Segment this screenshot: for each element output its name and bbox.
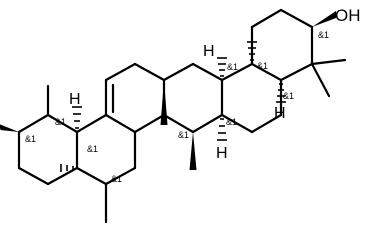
hashed-bonds [60,41,286,172]
wedge-bonds [0,11,336,170]
hydroxyl-label: OH [335,6,361,25]
stereo-tag: &1 [257,61,268,71]
stereo-tag: &1 [111,174,122,184]
ring-b [104,62,166,134]
methyl-groups [46,58,347,224]
stereo-tag: &1 [226,117,237,127]
ring-e [250,8,314,82]
ring-a1 [17,113,79,186]
stereo-tag: &1 [55,117,66,127]
stereo-tag: &1 [227,62,238,72]
stereo-tag: &1 [318,30,329,40]
hydrogen-label: H [69,91,81,108]
ring-a2 [75,113,137,186]
stereo-tags: &1 &1 &1 &1 &1 &1 &1 &1 &1 &1 [25,30,329,184]
hydrogen-labels: H H H H [69,43,286,162]
ring-d [220,62,283,134]
molecule-structure: OH H H H H &1 &1 &1 &1 &1 &1 &1 &1 &1 &1 [0,6,361,224]
hydrogen-label: H [274,105,286,122]
stereo-tag: &1 [25,134,36,144]
hydrogen-label: H [203,43,215,60]
hydrogen-label: H [216,145,228,162]
stereo-tag: &1 [283,91,294,101]
stereo-tag: &1 [178,130,189,140]
ring-c [162,62,224,134]
stereo-tag: &1 [87,144,98,154]
